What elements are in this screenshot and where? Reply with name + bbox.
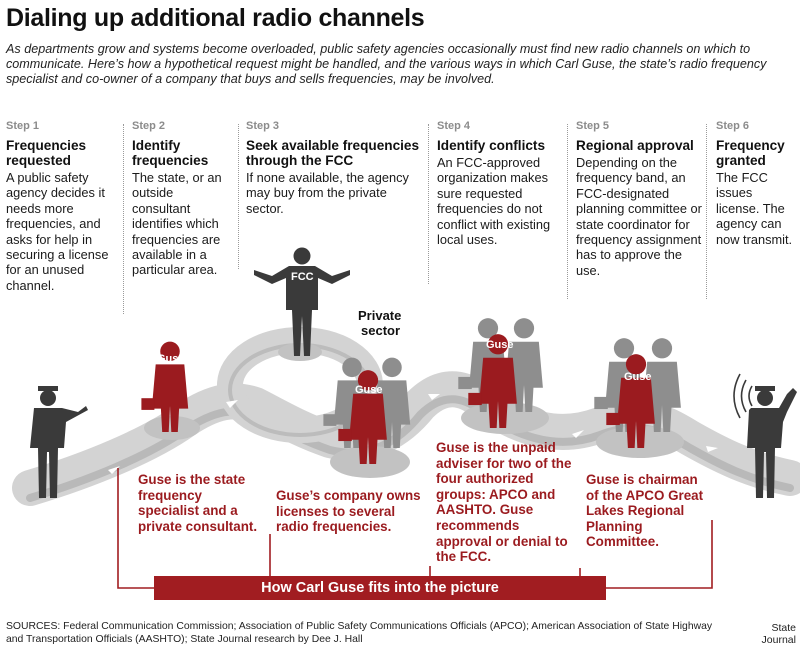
step-5: Step 5 Regional approval Depending on th…: [576, 120, 704, 278]
step-body: Depending on the frequency band, an FCC-…: [576, 155, 702, 278]
private-sector-label-2: sector: [361, 323, 400, 338]
guse-label: Guse: [624, 371, 652, 383]
officer-figure-left: [30, 386, 88, 498]
step-body: The state, or an outside consultant iden…: [132, 170, 222, 278]
step-2: Step 2 Identify frequencies The state, o…: [132, 120, 232, 278]
step-body: The FCC issues license. The agency can n…: [716, 170, 793, 247]
private-sector-label-1: Private: [358, 308, 401, 323]
step-heading: Identify frequencies: [132, 138, 209, 168]
step-heading: Regional approval: [576, 138, 694, 153]
step-heading: Identify conflicts: [437, 138, 546, 153]
step-divider: [567, 124, 568, 299]
step-3: Step 3 Seek available frequencies throug…: [246, 120, 426, 216]
fcc-label: FCC: [291, 271, 314, 283]
step-6: Step 6 Frequency granted The FCC issues …: [716, 120, 798, 247]
publication-credit: State Journal: [761, 622, 796, 646]
guse-note-step4: Guse is the unpaid adviser for two of th…: [436, 440, 572, 565]
guse-label: Guse: [486, 339, 514, 351]
step-divider: [123, 124, 124, 314]
page-title: Dialing up additional radio channels: [6, 4, 425, 32]
guse-label: Guse: [355, 384, 383, 396]
step-body: If none available, the agency may buy fr…: [246, 170, 409, 216]
step-number: Step 1: [6, 120, 40, 132]
fcc-figure: [254, 247, 350, 356]
step-number: Step 3: [246, 120, 280, 132]
guse-note-step5: Guse is chairman of the APCO Great Lakes…: [586, 472, 704, 550]
intro-text: As departments grow and systems become o…: [6, 42, 767, 86]
officer-figure-right: [747, 386, 797, 498]
step-number: Step 6: [716, 120, 750, 132]
notes-bracket: [117, 468, 713, 589]
step-number: Step 2: [132, 120, 166, 132]
summary-banner: How Carl Guse fits into the picture: [154, 576, 606, 600]
guse-note-step3: Guse’s company owns licenses to several …: [276, 488, 421, 535]
step-heading: Seek available frequencies through the F…: [246, 138, 420, 168]
step-divider: [428, 124, 429, 284]
radio-waves-icon: [733, 373, 753, 419]
step-body: A public safety agency decides it needs …: [6, 170, 109, 293]
step-4: Step 4 Identify conflicts An FCC-approve…: [437, 120, 565, 247]
step-body: An FCC-approved organization makes sure …: [437, 155, 551, 248]
step-divider: [238, 124, 239, 269]
sources-text: SOURCES: Federal Communication Commissio…: [6, 621, 713, 645]
step-heading: Frequency granted: [716, 138, 785, 168]
step-heading: Frequencies requested: [6, 138, 87, 168]
step-1: Step 1 Frequencies requested A public sa…: [6, 120, 118, 293]
step-number: Step 4: [437, 120, 471, 132]
guse-label: Guse: [157, 353, 185, 365]
guse-note-step2: Guse is the state frequency specialist a…: [138, 472, 258, 534]
step-divider: [706, 124, 707, 299]
step-number: Step 5: [576, 120, 610, 132]
